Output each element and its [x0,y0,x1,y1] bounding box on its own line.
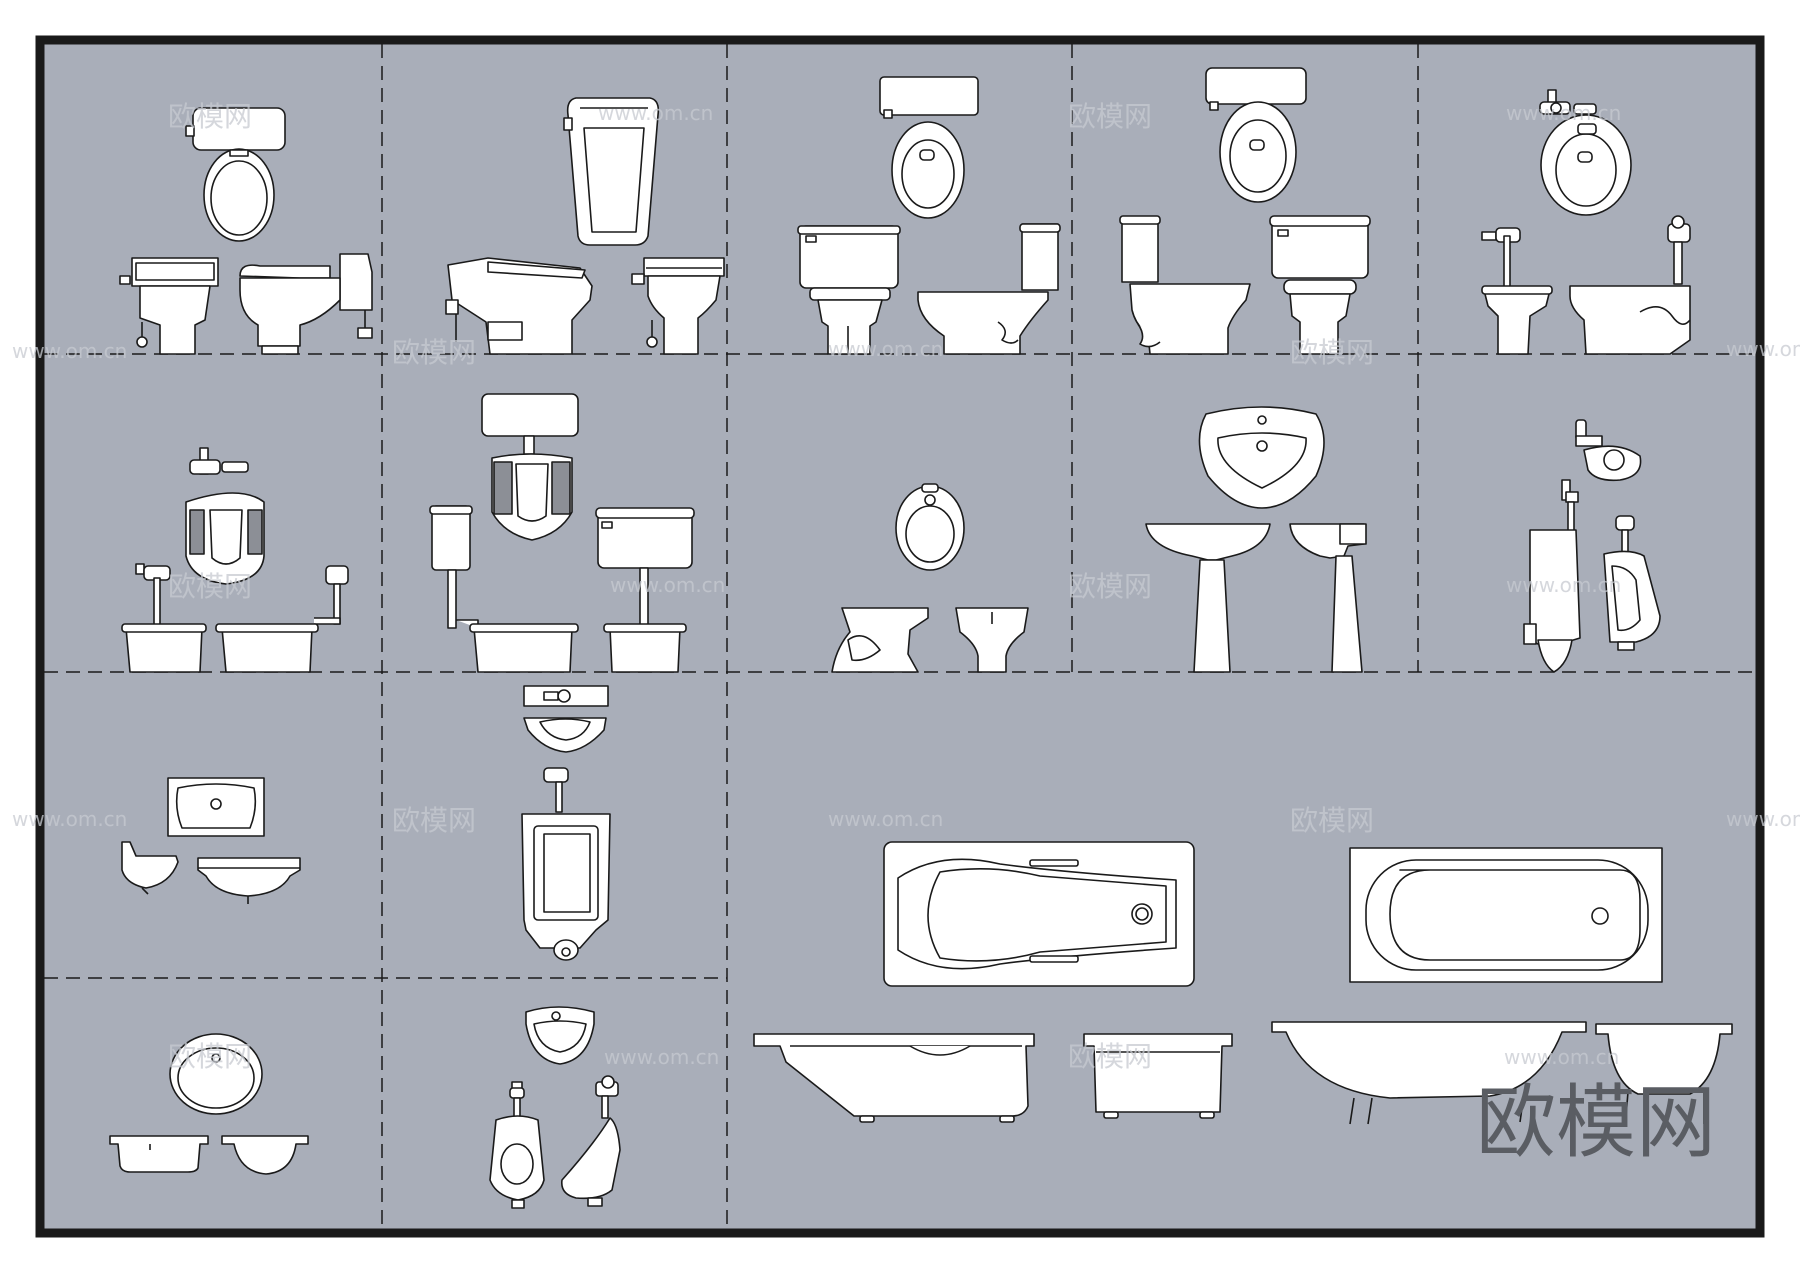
bathtub-side-b [1083,1033,1233,1119]
bathtub-side-a [753,1033,1035,1123]
urinal-icon [489,1081,545,1209]
clawfoot-bathtub-side-a [1271,1021,1587,1125]
pedestal-basin-front [1145,523,1271,673]
wall-basin-icon [167,777,265,837]
toilet-front-view [797,225,901,355]
smart-toilet-set [445,97,725,355]
urinal-plan [1575,419,1642,482]
oval-basin-side-b [221,1135,309,1175]
squat-toilet-icon [481,393,579,541]
wall-basin-front [197,857,301,904]
toilet-plan [1540,114,1632,216]
oval-basin-side-a [109,1135,209,1173]
toilet-side-view-b [239,253,373,355]
bathtub-icon [883,841,1195,987]
wall-basin-set [121,777,301,904]
smart-toilet-icon [563,97,660,246]
flush-valve-toilet-front [1481,227,1553,355]
smart-toilet-side-a [445,257,593,355]
urinal-set-1 [1523,419,1661,673]
watermark-brand: 欧模网 [168,570,252,603]
watermark-url: www.om.cn [1504,1045,1619,1069]
flush-valve-toilet-side [1569,215,1691,355]
corner-basin-icon [523,685,609,753]
toilet-icon [185,107,286,242]
urinal-set-2 [489,1006,621,1209]
pedestal-basin-set [1145,406,1367,673]
wall-basin-side [121,841,179,895]
watermark-brand: 欧模网 [168,100,252,133]
watermark-brand: 欧模网 [392,336,476,369]
pedestal-basin-icon [1198,406,1325,509]
smart-toilet-side-b [631,257,725,355]
oval-basin-set [109,1033,309,1175]
toilet-front-view [1269,215,1371,355]
watermark-url: www.om.cn [12,339,127,363]
toilet-icon [879,76,979,219]
bidet-set [831,483,1029,673]
squat-toilet-side-b [215,565,349,673]
watermark-brand: 欧模网 [392,804,476,837]
oval-basin-icon [169,1033,263,1115]
watermark-url: www.om.cn [1506,101,1621,125]
watermark-url: www.om.cn [598,101,713,125]
stall-urinal-set [521,685,611,961]
watermark-brand: 欧模网 [1290,336,1374,369]
bathtub-set [753,841,1733,1125]
watermark-url: www.om.cn [828,337,943,361]
toilet-side-view [1119,215,1251,355]
watermark-brand: 欧模网 [1068,100,1152,133]
flush-valve-icon [1539,89,1597,115]
bidet-side-view-b [955,607,1029,673]
squat-toilet-tank-side-a [429,505,579,673]
squat-toilet-flush-valve-set [121,447,349,673]
urinal-plan [525,1006,595,1065]
urinal-stall-side [1523,479,1581,673]
toilet-side-view-a [119,257,219,355]
watermark-url: www.om.cn [1726,337,1800,361]
watermark-url: www.om.cn [1506,573,1621,597]
watermark-layer: 欧模网 www.om.cn 欧模网 www.om.cn www.om.cn 欧模… [12,100,1800,1073]
bathtub-icon-b [1349,847,1663,983]
squat-toilet-tank-side-b [595,507,695,673]
watermark-url: www.om.cn [828,807,943,831]
pedestal-basin-side [1289,523,1367,673]
two-piece-toilet-set [1119,67,1371,355]
urinal-icon [521,767,611,961]
watermark-brand: 欧模网 [1068,1040,1152,1073]
watermark-brand: 欧模网 [1290,804,1374,837]
squat-toilet-side-a [121,563,207,673]
toilet-set-1 [119,107,373,355]
bidet-side-view-a [831,607,929,673]
close-coupled-toilet-set [797,76,1061,355]
brand-logo: 欧模网 [1476,1076,1716,1169]
watermark-url: www.om.cn [610,573,725,597]
toilet-side-view [917,223,1061,355]
toilet-icon [1205,67,1307,203]
squat-toilet-tank-set [429,393,695,673]
watermark-url: www.om.cn [1726,807,1800,831]
flush-valve-toilet-set [1481,89,1691,355]
watermark-url: www.om.cn [12,807,127,831]
watermark-brand: 欧模网 [168,1040,252,1073]
squat-toilet-icon [185,447,265,585]
urinal-side-view [560,1075,621,1207]
clawfoot-bathtub-side-b [1595,1023,1733,1124]
grid-lines [44,44,1756,1229]
urinal-icon [1603,515,1661,651]
bidet-icon [895,483,965,571]
watermark-url: www.om.cn [604,1045,719,1069]
watermark-brand: 欧模网 [1068,570,1152,603]
